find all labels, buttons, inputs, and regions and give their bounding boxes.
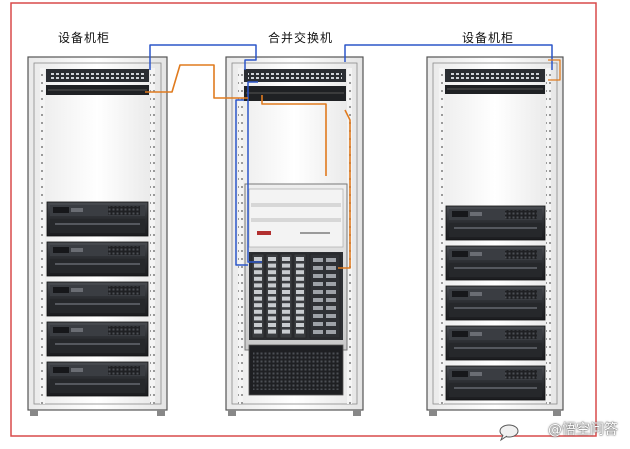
left-server-unit xyxy=(46,201,149,237)
left-server-stack xyxy=(46,201,149,397)
right-server-stack xyxy=(445,205,546,401)
core-switch-chassis xyxy=(244,183,348,396)
watermark-logo xyxy=(499,424,519,442)
left-cabinet-label: 设备机柜 xyxy=(58,31,111,45)
right-server-unit xyxy=(445,325,546,361)
right-server-unit xyxy=(445,245,546,281)
supervisor-module xyxy=(309,253,341,339)
orange-cable-right-panel xyxy=(548,59,561,81)
orange-cable-left xyxy=(145,64,248,99)
right-server-unit xyxy=(445,205,546,241)
cables xyxy=(145,44,561,269)
left-server-unit xyxy=(46,361,149,397)
orange-cable-right xyxy=(338,109,351,269)
switch-logo xyxy=(257,231,271,235)
line-card xyxy=(293,253,307,339)
line-card xyxy=(251,253,265,339)
right-cabinet-label: 设备机柜 xyxy=(462,31,515,45)
center-cabinet-label: 合并交换机 xyxy=(268,31,334,45)
line-card xyxy=(265,253,279,339)
left-server-unit xyxy=(46,321,149,357)
left-server-unit xyxy=(46,281,149,317)
outer-border xyxy=(10,2,597,437)
left-rack xyxy=(27,56,168,416)
blue-cable-center-down xyxy=(247,81,262,263)
right-server-unit xyxy=(445,285,546,321)
orange-cable-center xyxy=(261,95,327,176)
switch-line-cards xyxy=(251,253,341,339)
center-rack xyxy=(225,56,364,416)
blue-cable-center-down-2 xyxy=(235,99,248,266)
right-rack xyxy=(426,56,564,416)
left-server-unit xyxy=(46,241,149,277)
blue-cable-left xyxy=(149,44,257,70)
right-server-unit xyxy=(445,365,546,401)
line-card xyxy=(279,253,293,339)
watermark-text: @悟空问答 xyxy=(548,422,618,438)
blue-cable-right xyxy=(344,44,553,70)
